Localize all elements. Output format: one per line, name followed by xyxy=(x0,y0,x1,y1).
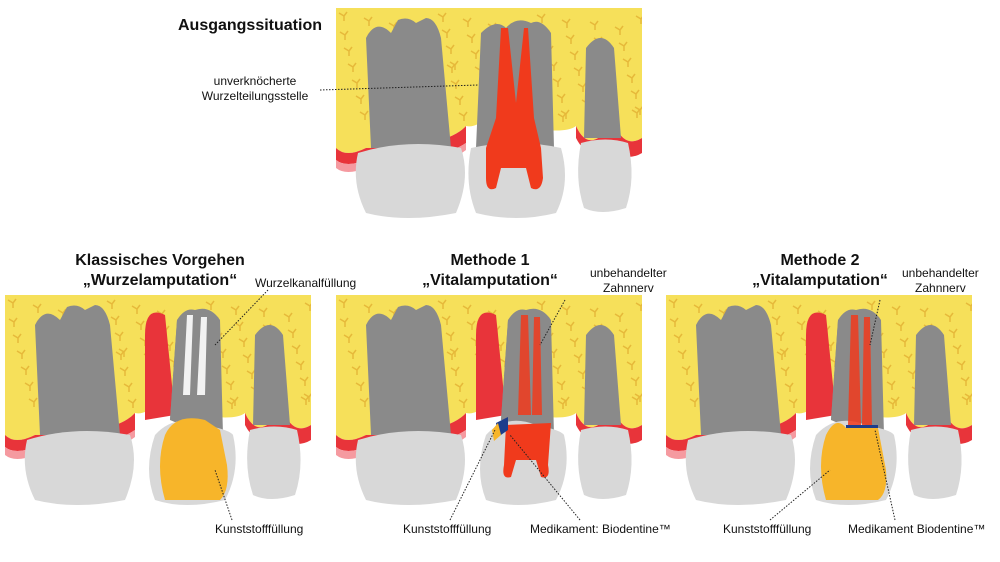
label-composite-filling-1: Kunststofffüllung xyxy=(215,522,304,536)
untreated-nerve xyxy=(848,315,872,425)
tooth-right-crown xyxy=(578,426,632,499)
tooth-right xyxy=(584,38,621,138)
tooth-right-crown xyxy=(908,426,962,499)
tooth-middle-root xyxy=(501,320,516,420)
tooth-right-crown xyxy=(578,139,632,212)
bone-defect xyxy=(476,312,506,420)
title-initial: Ausgangssituation xyxy=(177,17,322,34)
title-line: „Vitalamputation“ xyxy=(422,272,558,289)
title-method1: Methode 1 „Vitalamputation“ xyxy=(380,251,600,291)
tooth-right xyxy=(914,325,951,425)
label-text: unverknöcherte Wurzelteilungsstelle xyxy=(201,74,309,103)
molar-left xyxy=(366,305,451,435)
title-line: Methode 1 xyxy=(450,252,530,269)
tooth-middle-root xyxy=(831,320,846,420)
molar-left-crown xyxy=(355,431,465,505)
composite-filling xyxy=(821,422,887,500)
title-line: „Vitalamputation“ xyxy=(752,272,888,289)
root-canal-filling xyxy=(183,315,207,395)
bone-defect xyxy=(145,312,175,420)
label-medicament-2: Medikament Biodentine™ xyxy=(848,522,986,536)
panel-classic xyxy=(5,295,311,505)
tooth-right xyxy=(584,325,621,425)
title-line: Methode 2 xyxy=(780,252,860,269)
tooth-right xyxy=(253,325,290,425)
molar-left-crown xyxy=(355,144,465,218)
label-line: Zahnnerv xyxy=(603,281,654,295)
composite-filling xyxy=(160,418,228,500)
tooth-middle-root xyxy=(170,320,185,420)
medicament xyxy=(846,425,878,428)
label-composite-filling-3: Kunststofffüllung xyxy=(723,522,812,536)
label-root-division: unverknöcherte Wurzelteilungsstelle xyxy=(180,74,330,104)
molar-left-crown xyxy=(24,431,134,505)
title-classic: Klassisches Vorgehen „Wurzelamputation“ xyxy=(40,251,280,291)
title-line: Klassisches Vorgehen xyxy=(75,252,245,269)
label-medicament-1: Medikament: Biodentine™ xyxy=(530,522,671,536)
bone-defect xyxy=(806,312,836,420)
label-root-canal-filling: Wurzelkanalfüllung xyxy=(255,276,357,290)
panel-method2 xyxy=(666,295,972,505)
title-line: „Wurzelamputation“ xyxy=(82,272,238,289)
title-method2: Methode 2 „Vitalamputation“ xyxy=(710,251,930,291)
label-composite-filling-2: Kunststofffüllung xyxy=(403,522,492,536)
molar-left xyxy=(696,305,781,435)
molar-left xyxy=(35,305,120,435)
panel-method1 xyxy=(336,295,642,505)
untreated-nerve xyxy=(518,315,542,415)
molar-left xyxy=(366,18,451,148)
tooth-middle xyxy=(476,20,554,149)
label-untreated-nerve-2: unbehandelter Zahnnerv xyxy=(902,266,979,296)
panel-initial xyxy=(336,8,642,218)
label-line: unbehandelter xyxy=(902,266,979,280)
label-untreated-nerve-1: unbehandelter Zahnnerv xyxy=(590,266,667,296)
pulp xyxy=(486,28,543,190)
molar-left-crown xyxy=(685,431,795,505)
label-line: Zahnnerv xyxy=(915,281,966,295)
label-line: unbehandelter xyxy=(590,266,667,280)
tooth-right-crown xyxy=(247,426,301,499)
